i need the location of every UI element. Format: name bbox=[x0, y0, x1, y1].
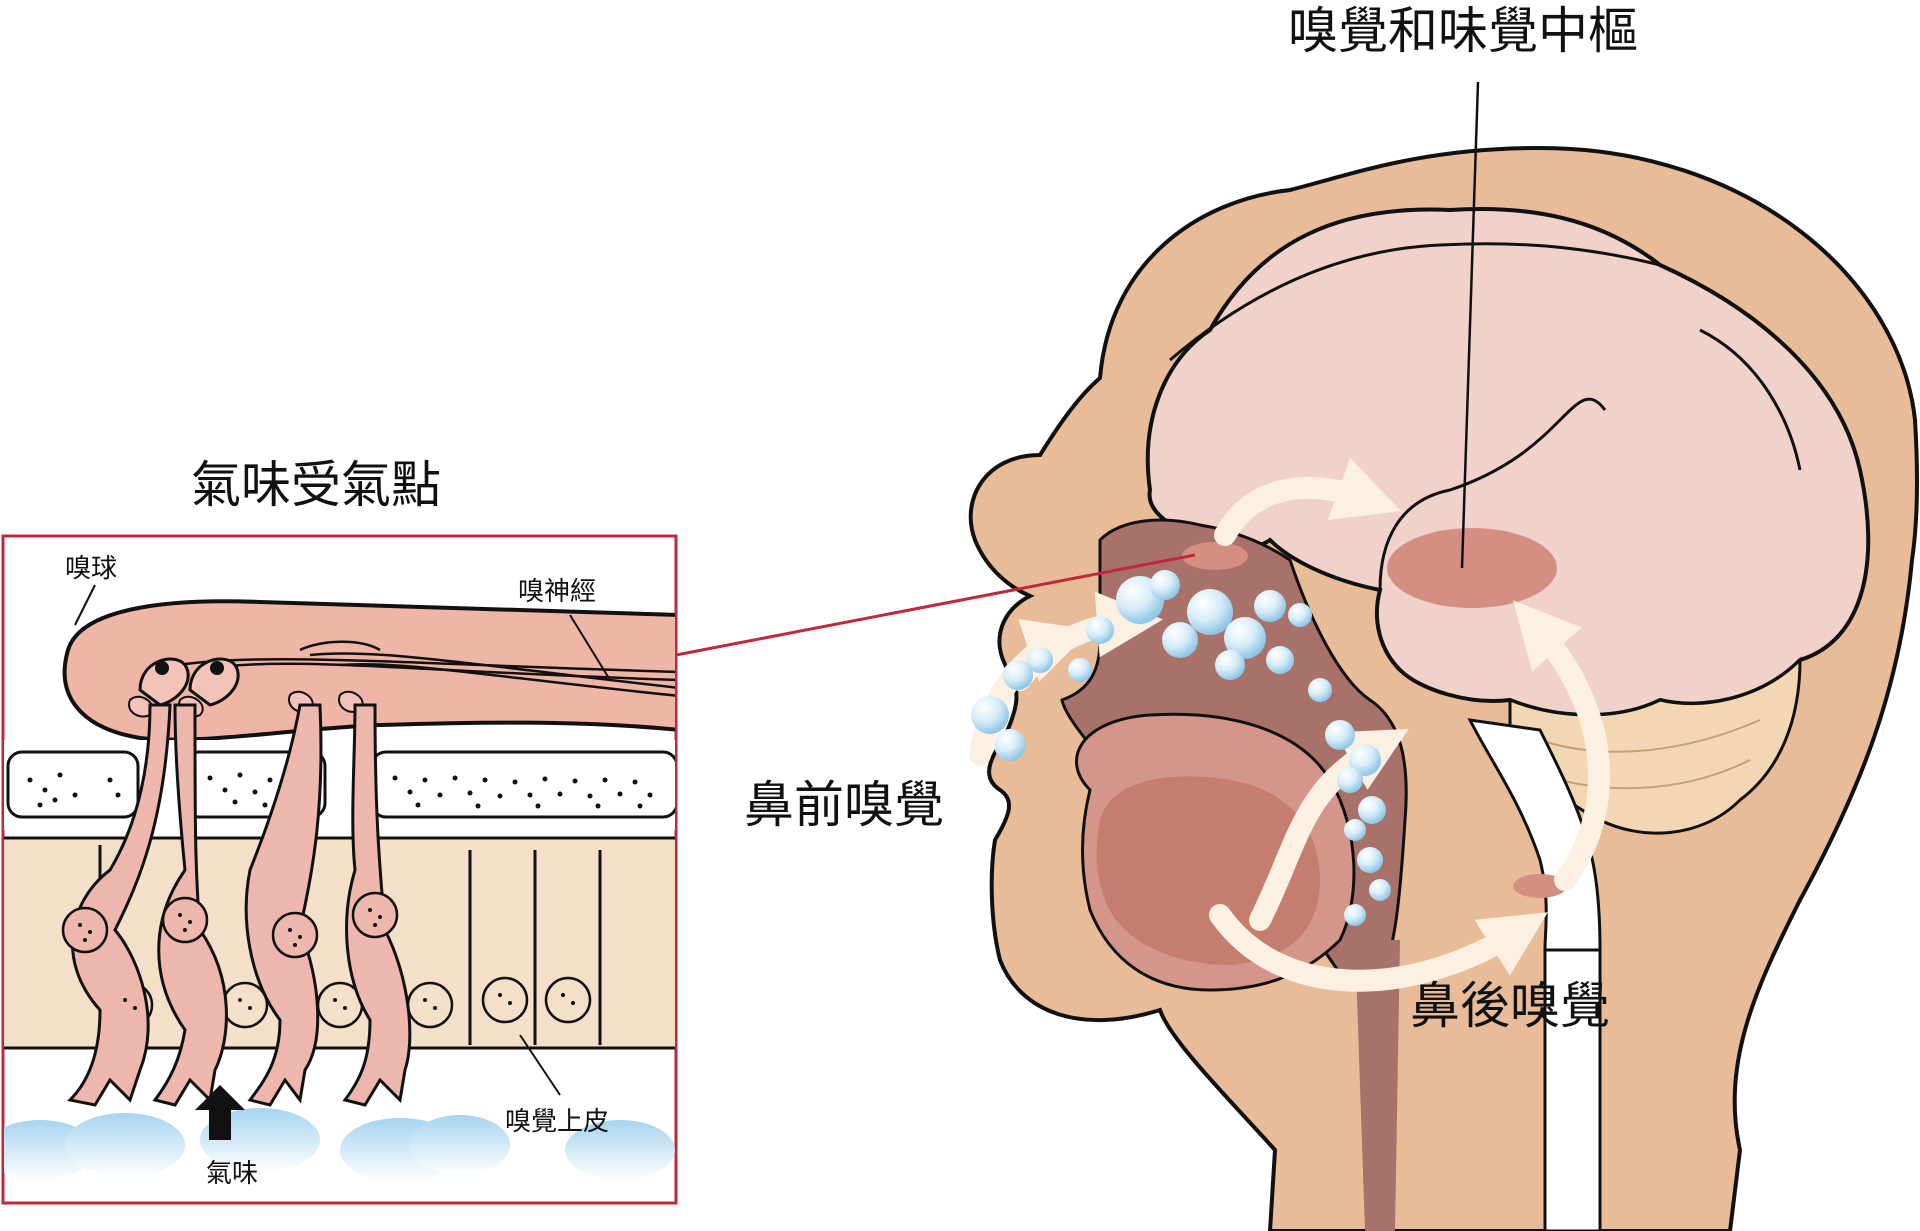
pharynx bbox=[1355, 940, 1400, 1231]
taste-spot bbox=[1513, 874, 1567, 898]
bulb-label: 嗅球 bbox=[65, 554, 117, 584]
head-illustration bbox=[675, 81, 1919, 1231]
cerebellum-line-1 bbox=[1539, 719, 1761, 753]
panel-connector-line bbox=[675, 553, 1196, 657]
odor-bubbles-head bbox=[971, 570, 1391, 926]
epithelium-pointer-line bbox=[519, 1034, 561, 1096]
retronasal-arrow-c bbox=[1513, 600, 1610, 891]
smell-taste-center bbox=[1387, 528, 1557, 608]
orthonasal-label: 鼻前嗅覺 bbox=[744, 776, 944, 834]
mitral-nucleus-1 bbox=[155, 661, 169, 675]
cerebellum-line-2 bbox=[1559, 759, 1751, 790]
retronasal-arrow-b bbox=[1209, 904, 1548, 992]
mitral-cell-1 bbox=[138, 657, 190, 707]
spinal-cord bbox=[1543, 948, 1602, 1231]
center-label: 嗅覺和味覺中樞 bbox=[1288, 2, 1638, 60]
bone-block-1 bbox=[6, 750, 140, 819]
receptor-neuron-nuclei bbox=[61, 891, 399, 959]
receptor-title: 氣味受氣點 bbox=[191, 456, 441, 514]
mitral-nucleus-2 bbox=[210, 661, 224, 675]
nucleus-dots bbox=[78, 908, 575, 1010]
receptor-neurons bbox=[66, 703, 412, 1107]
mitral-cell-2 bbox=[188, 657, 240, 707]
brain-fold-lateral bbox=[1378, 397, 1607, 591]
odor-arrow-icon bbox=[195, 1085, 245, 1140]
brain-fold-front bbox=[1699, 328, 1802, 471]
center-pointer-line bbox=[1460, 81, 1480, 569]
olfactory-spot bbox=[1182, 542, 1248, 570]
receptor-panel bbox=[1, 534, 678, 1205]
retronasal-label: 鼻後嗅覺 bbox=[1410, 977, 1610, 1035]
epithelium-label: 嗅覺上皮 bbox=[505, 1107, 609, 1137]
bulb-pointer-line bbox=[74, 584, 96, 626]
nerve-label: 嗅神經 bbox=[518, 577, 596, 607]
brain-fold-top bbox=[1169, 242, 1661, 362]
odor-label: 氣味 bbox=[206, 1159, 258, 1189]
nerve-pointer-line bbox=[569, 614, 611, 681]
orthonasal-arrow-c bbox=[1214, 457, 1402, 546]
olfactory-nerve-fibers bbox=[159, 640, 675, 697]
